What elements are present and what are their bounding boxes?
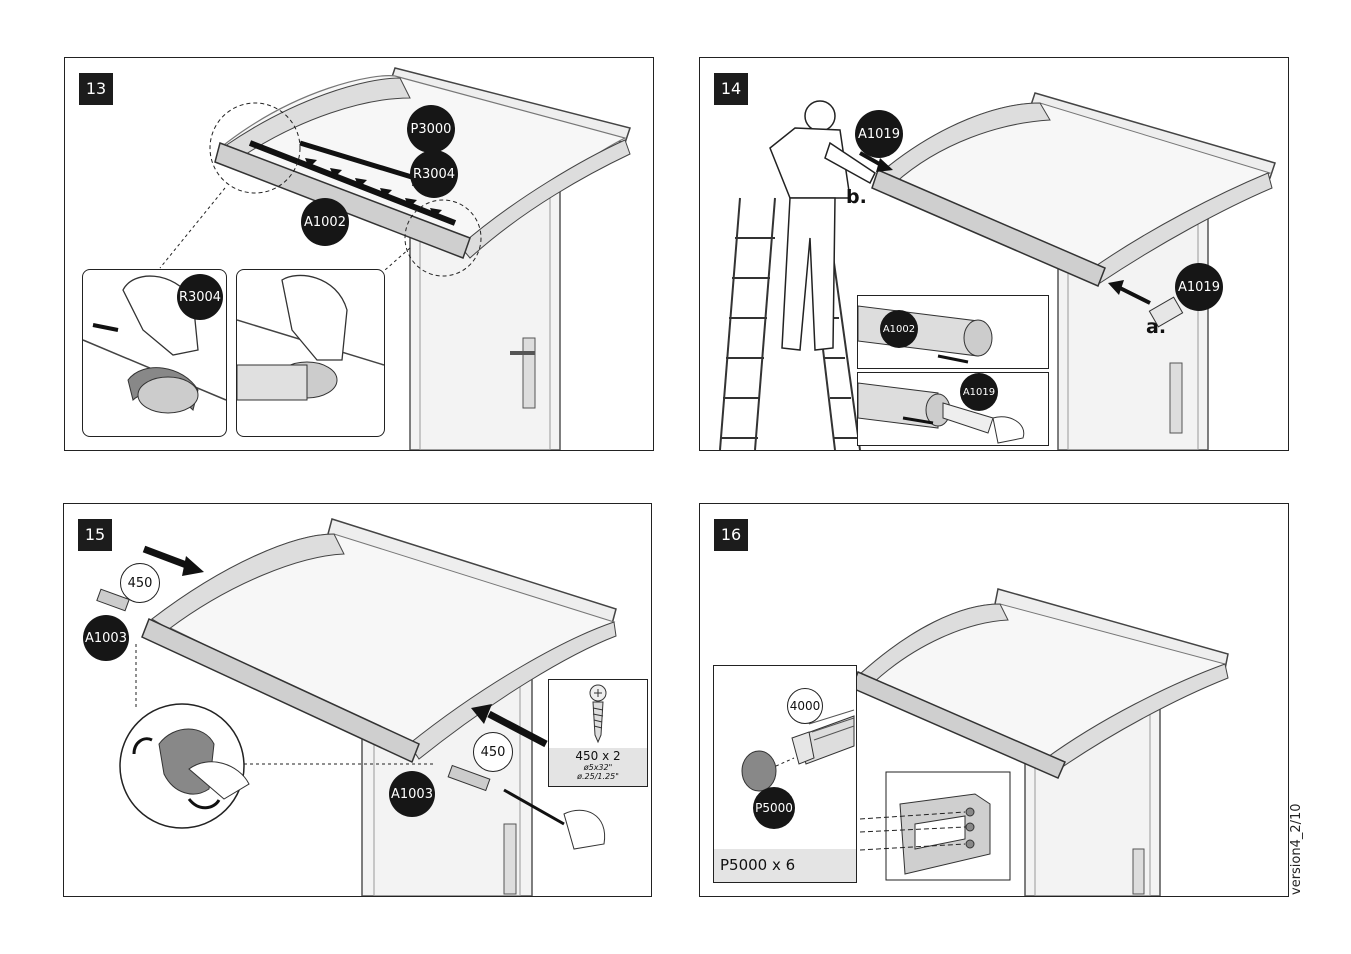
detail-illustration <box>858 382 1025 444</box>
step-number: 13 <box>79 73 113 105</box>
screw-spec-imperial: ø.25/1.25" <box>577 772 619 781</box>
cap-detail-inset: 4000 P5000 P5000 x 6 <box>713 665 857 883</box>
screw-illustration <box>589 684 607 744</box>
step-16-illustration <box>851 588 1229 896</box>
step-14-panel: 14 A1019 A1019 b. a. A1002 A1019 <box>699 57 1289 451</box>
part-badge: 450 <box>473 732 513 772</box>
part-badge: R3004 <box>410 150 458 198</box>
part-badge: A1002 <box>301 198 349 246</box>
part-badge: A1003 <box>389 771 435 817</box>
part-badge: 450 <box>120 563 160 603</box>
step-16-panel: 16 4000 P5000 P5000 x 6 <box>699 503 1289 897</box>
step-letter: b. <box>846 186 867 208</box>
part-badge: P5000 <box>753 787 795 829</box>
screw-count: 450 x 2 <box>575 749 621 763</box>
version-label: version4_2/10 <box>1289 803 1304 895</box>
step-13-panel: 13 P3000 R3004 A1002 R3004 <box>64 57 654 451</box>
step-14-illustration <box>719 92 1276 450</box>
detail-illustration <box>237 274 384 401</box>
detail-inset-2: A1019 <box>857 372 1049 446</box>
screw-spec-metric: ø5x32" <box>583 763 613 772</box>
step-15-panel: 15 450 A1003 450 A1003 450 x 2 ø5x32" ø.… <box>63 503 652 897</box>
step-number: 16 <box>714 519 748 551</box>
part-badge: A1019 <box>855 110 903 158</box>
part-badge: A1019 <box>960 373 998 411</box>
part-badge: A1003 <box>83 615 129 661</box>
quantity-caption: P5000 x 6 <box>714 849 856 882</box>
step-letter: a. <box>1146 316 1167 338</box>
screw-spec-box: 450 x 2 ø5x32" ø.25/1.25" <box>548 679 648 787</box>
detail-inset-1: A1002 <box>857 295 1049 369</box>
detail-inset-1: R3004 <box>82 269 227 437</box>
screw-spec-caption: 450 x 2 ø5x32" ø.25/1.25" <box>549 748 647 786</box>
step-number: 15 <box>78 519 112 551</box>
step-number: 14 <box>714 73 748 105</box>
part-badge: R3004 <box>177 274 223 320</box>
part-badge: 4000 <box>787 688 823 724</box>
part-badge: A1019 <box>1175 263 1223 311</box>
detail-inset-2 <box>236 269 385 437</box>
cap-illustration <box>741 709 855 792</box>
part-badge: A1002 <box>880 310 918 348</box>
part-badge: P3000 <box>407 105 455 153</box>
